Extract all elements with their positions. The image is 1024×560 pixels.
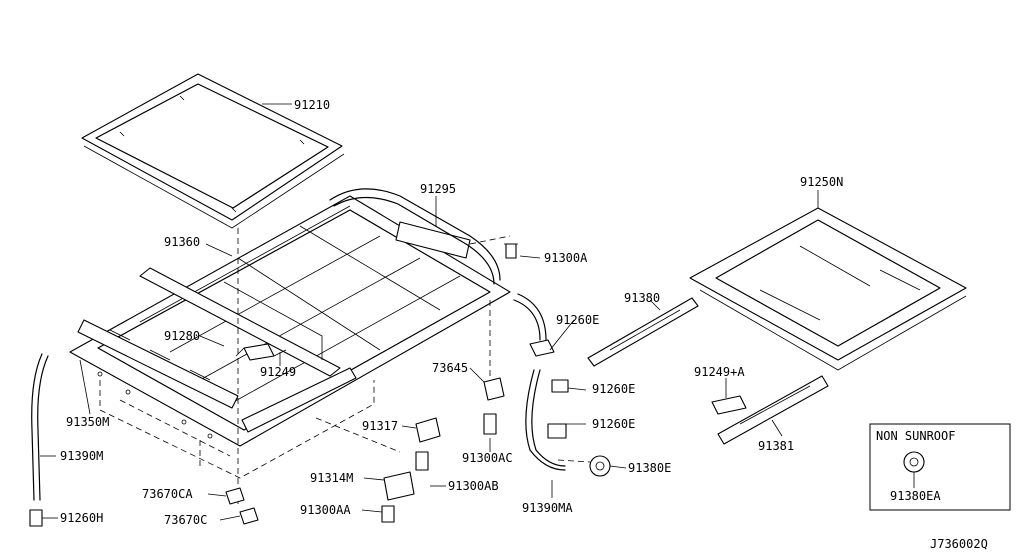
bolt-91300ac	[483, 413, 497, 435]
sunroof-glass-panel	[81, 73, 345, 229]
label-91350m: 91350M	[66, 415, 109, 429]
label-91314m: 91314M	[310, 471, 353, 485]
label-91360: 91360	[164, 235, 200, 249]
clip-91300a	[504, 243, 518, 259]
label-91380: 91380	[624, 291, 660, 305]
label-91249-a: 91249+A	[694, 365, 745, 379]
bracket-91314m	[383, 471, 415, 501]
label-91280: 91280	[164, 329, 200, 343]
bracket-73645	[483, 377, 505, 401]
label-91250n: 91250N	[800, 175, 843, 189]
bracket-91317	[415, 417, 441, 443]
label-91260e-1: 91260E	[556, 313, 599, 327]
drain-hose-left	[31, 353, 49, 501]
nut-73670c	[239, 507, 259, 525]
label-91300aa: 91300AA	[300, 503, 351, 517]
connector-91260e-1	[529, 339, 555, 357]
grommet-91380e	[589, 455, 611, 477]
inset-title: NON SUNROOF	[876, 429, 955, 443]
label-91260e-2: 91260E	[592, 382, 635, 396]
label-91249: 91249	[260, 365, 296, 379]
connector-91260e-2	[551, 379, 569, 393]
label-91300a: 91300A	[544, 251, 588, 265]
label-91317: 91317	[362, 419, 398, 433]
label-91300ab: 91300AB	[448, 479, 499, 493]
drain-hose-right-lower	[525, 369, 566, 471]
connector-91260h	[29, 509, 43, 527]
diagram-id: J736002Q	[930, 537, 988, 551]
drain-hose-right-upper	[513, 293, 547, 341]
dashed-guide-lines	[99, 228, 591, 505]
rail-91381	[717, 375, 829, 445]
bolt-91300ab	[415, 451, 429, 471]
nut-73670ca	[225, 487, 245, 505]
label-91210: 91210	[294, 98, 330, 112]
label-91381: 91381	[758, 439, 794, 453]
connector-91260e-3	[547, 423, 567, 439]
leader-lines	[40, 103, 819, 521]
non-sunroof-inset: NON SUNROOF 91380EA	[869, 423, 1011, 511]
label-73670ca: 73670CA	[142, 487, 193, 501]
label-91390ma: 91390MA	[522, 501, 573, 515]
label-91260h: 91260H	[60, 511, 103, 525]
headlining-panel	[689, 207, 967, 371]
label-73670c: 73670C	[164, 513, 207, 527]
bolt-91300aa	[381, 505, 395, 523]
label-91295: 91295	[420, 182, 456, 196]
label-91300ac: 91300AC	[462, 451, 513, 465]
label-91380e: 91380E	[628, 461, 671, 475]
sunroof-frame-assembly	[69, 188, 511, 447]
part-labels: 91210 91295 91250N 91360 91300A 91380 91…	[60, 98, 843, 527]
label-91390m: 91390M	[60, 449, 103, 463]
label-91380ea: 91380EA	[890, 489, 941, 503]
grommet-91380ea	[903, 451, 925, 473]
label-73645: 73645	[432, 361, 468, 375]
rail-91380	[587, 297, 699, 367]
bracket-91249-a	[711, 395, 747, 415]
label-91260e-3: 91260E	[592, 417, 635, 431]
